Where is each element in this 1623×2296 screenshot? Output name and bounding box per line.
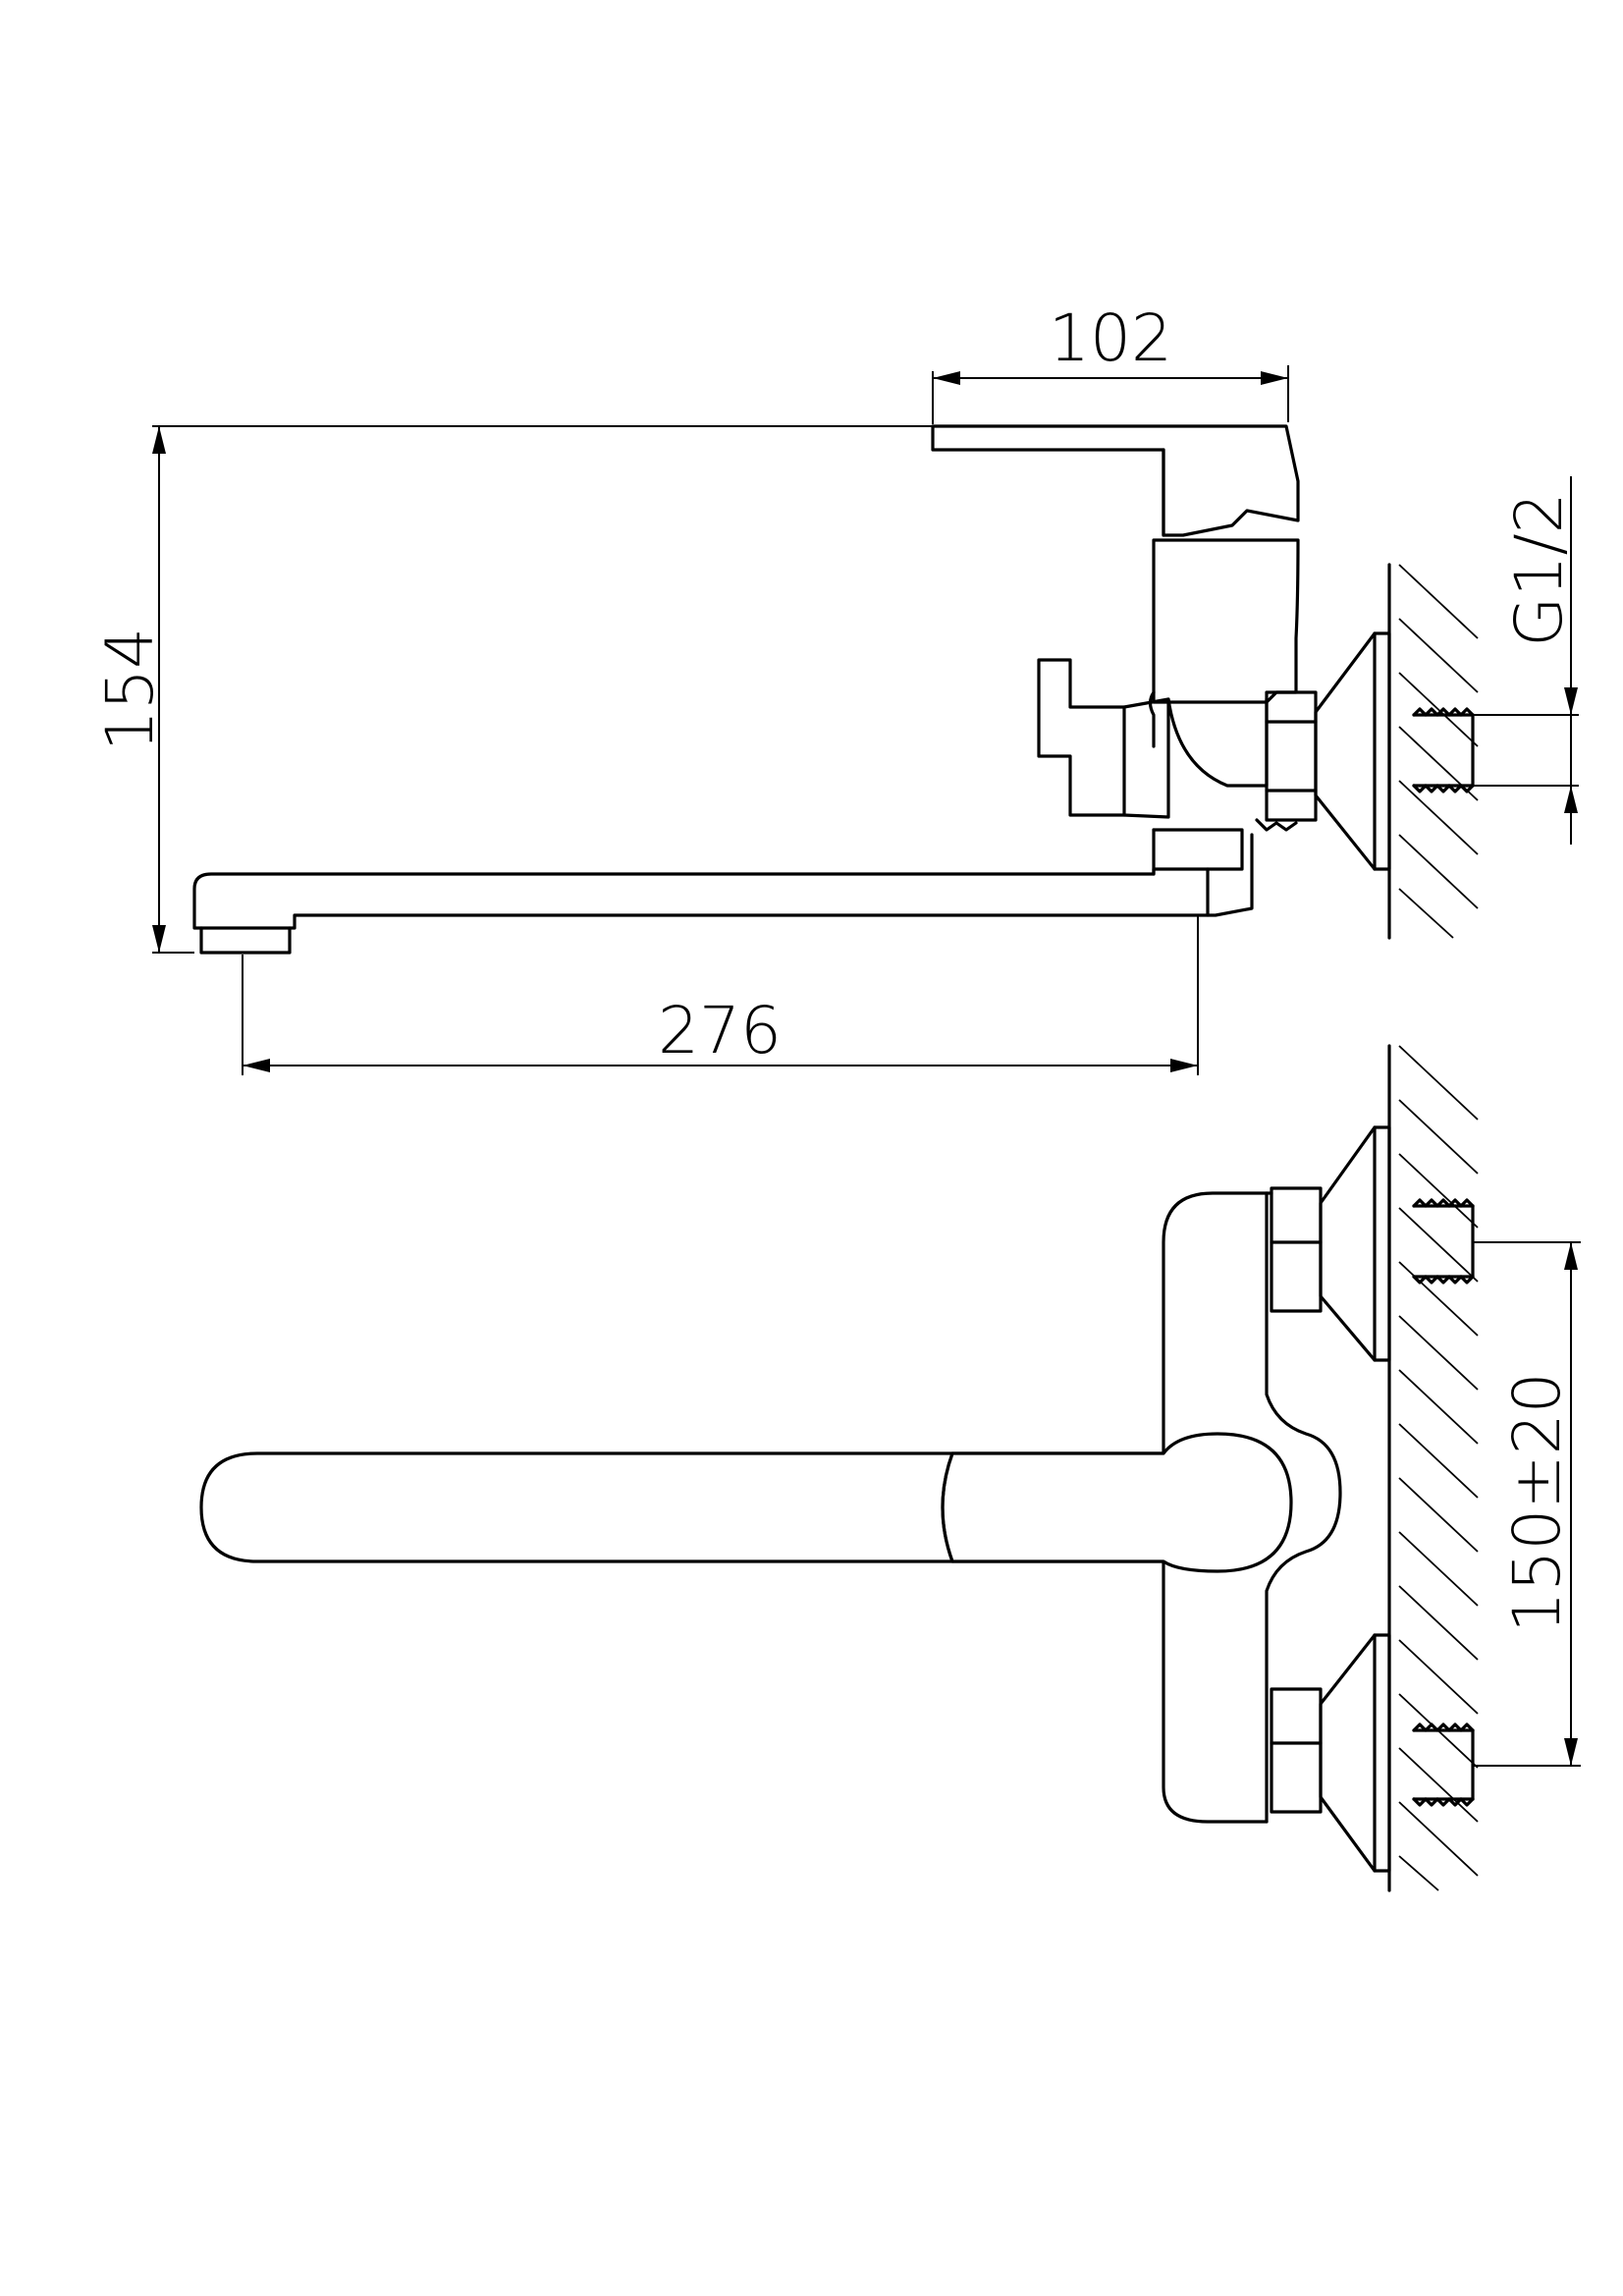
top-wall-hatching (1387, 1044, 1479, 1892)
mixer-body (1152, 538, 1300, 704)
mixer-body-top (1162, 1191, 1273, 1824)
dim-150-label: 150±20 (1499, 1372, 1575, 1632)
side-view: 102 154 276 G1/2 (92, 301, 1579, 1075)
lower-connector (1270, 1633, 1475, 1873)
dim-154-label: 154 (92, 628, 168, 751)
upper-connector (1270, 1125, 1475, 1362)
dimension-154: 154 (92, 425, 933, 954)
connector-nut (1255, 690, 1318, 832)
spout (192, 828, 1254, 930)
dimension-150: 150±20 (1473, 1241, 1581, 1767)
aerator (199, 926, 292, 955)
dimension-g12: G1/2 (1473, 476, 1579, 845)
dim-102-label: 102 (1049, 301, 1172, 376)
spout-top (199, 1451, 1170, 1563)
dimension-102: 102 (932, 301, 1289, 424)
top-view: 150±20 (199, 1044, 1581, 1892)
thread-pipe (1412, 707, 1475, 793)
handle-hub (941, 1432, 1293, 1573)
wall-flange (1314, 631, 1391, 871)
dim-276-label: 276 (658, 993, 782, 1068)
side-wall-hatching (1387, 563, 1479, 940)
dim-g12-label: G1/2 (1501, 492, 1577, 646)
dimension-276: 276 (242, 915, 1199, 1075)
diverter-knob (1037, 658, 1126, 817)
lever-handle (931, 424, 1300, 537)
